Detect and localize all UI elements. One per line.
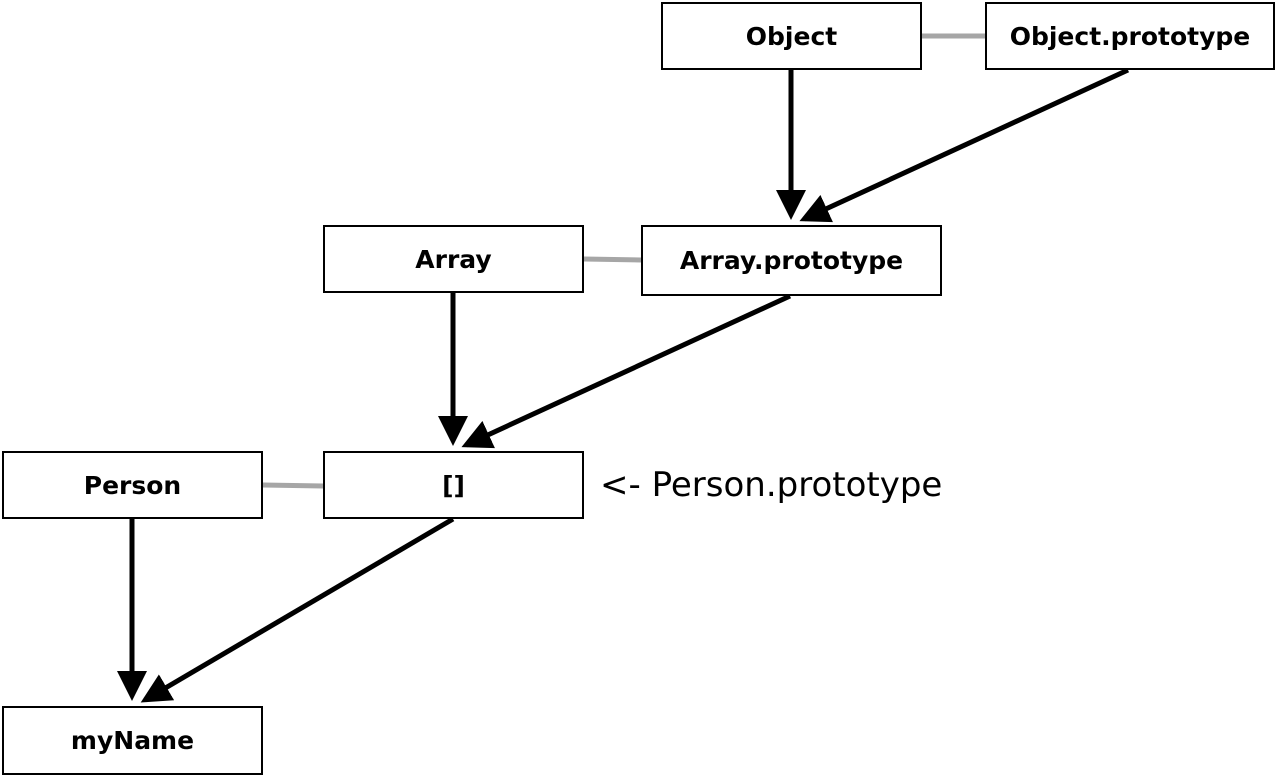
node-object-prototype-label: Object.prototype (1009, 21, 1251, 51)
node-array-prototype: Array.prototype (641, 225, 942, 296)
prototype-link-person (262, 482, 324, 489)
node-object-prototype: Object.prototype (985, 2, 1275, 70)
node-object: Object (661, 2, 922, 70)
node-empty-array: [] (323, 451, 584, 519)
arrow-empty-array-to-myname (140, 516, 455, 703)
node-person-label: Person (83, 470, 182, 500)
arrow-array-prototype-to-empty-array (461, 293, 792, 449)
node-array-label: Array (415, 244, 492, 274)
node-empty-array-label: [] (442, 470, 465, 500)
person-prototype-annotation: <- Person.prototype (600, 465, 943, 505)
node-myname-label: myName (70, 726, 195, 755)
node-array: Array (323, 225, 584, 293)
node-array-prototype-label: Array.prototype (679, 246, 904, 275)
arrow-object-prototype-to-array-prototype (799, 67, 1130, 223)
node-person: Person (2, 451, 263, 519)
node-myname: myName (2, 706, 263, 775)
node-object-label: Object (745, 21, 838, 51)
prototype-link-array (583, 256, 642, 263)
